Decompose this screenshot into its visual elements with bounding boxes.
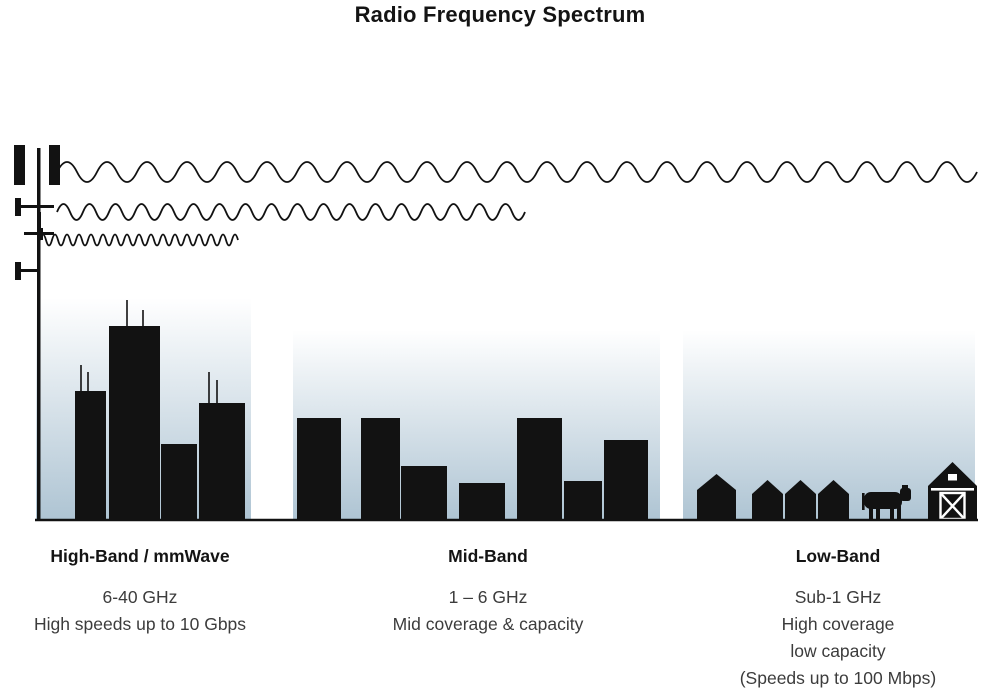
low-band-label-group: Low-Band Sub-1 GHz High coverage low cap… <box>678 546 998 692</box>
mid-band-frequency: 1 – 6 GHz <box>448 587 528 607</box>
tower-part <box>21 269 38 272</box>
tower-part <box>20 205 54 208</box>
tower-part <box>14 145 25 185</box>
low-band-frequency: Sub-1 GHz <box>794 587 882 607</box>
tower-part <box>37 228 43 240</box>
mid-band-label-group: Mid-Band 1 – 6 GHz Mid coverage & capaci… <box>348 546 628 638</box>
building <box>361 418 400 520</box>
house-icon <box>752 480 783 520</box>
house-icon <box>785 480 816 520</box>
barn-icon <box>928 462 977 521</box>
building <box>401 466 447 520</box>
low-band-wave <box>56 161 978 183</box>
tower-part <box>49 145 60 185</box>
building <box>199 403 245 520</box>
high-band-wave <box>39 233 239 247</box>
mid-band-description: Mid coverage & capacity <box>392 614 584 634</box>
skylines <box>75 300 977 521</box>
tower-part <box>38 212 41 228</box>
diagram-title: Radio Frequency Spectrum <box>354 2 646 27</box>
building <box>517 418 562 520</box>
high-band-description: High speeds up to 10 Gbps <box>33 614 247 634</box>
house-icon <box>697 474 736 520</box>
tower-part <box>37 148 41 520</box>
low-band-description-1: High coverage <box>781 614 895 634</box>
house-icon <box>818 480 849 520</box>
high-band-heading: High-Band / mmWave <box>50 546 230 566</box>
cell-tower-icon <box>14 145 60 520</box>
low-band-heading: Low-Band <box>795 546 881 566</box>
building <box>459 483 505 520</box>
tower-part <box>15 262 21 280</box>
building <box>604 440 648 520</box>
cow-icon <box>862 485 911 520</box>
tower-part <box>15 198 21 216</box>
low-band-description-3: (Speeds up to 100 Mbps) <box>739 668 937 688</box>
mid-band-wave <box>56 203 526 221</box>
low-band-description-2: low capacity <box>790 641 886 661</box>
building <box>297 418 341 520</box>
frequency-waves <box>39 161 978 247</box>
building <box>564 481 602 520</box>
building <box>109 326 160 520</box>
high-band-label-group: High-Band / mmWave 6-40 GHz High speeds … <box>10 546 270 638</box>
mid-band-heading: Mid-Band <box>448 546 528 566</box>
high-band-frequency: 6-40 GHz <box>102 587 178 607</box>
building <box>161 444 197 520</box>
building <box>75 391 106 520</box>
